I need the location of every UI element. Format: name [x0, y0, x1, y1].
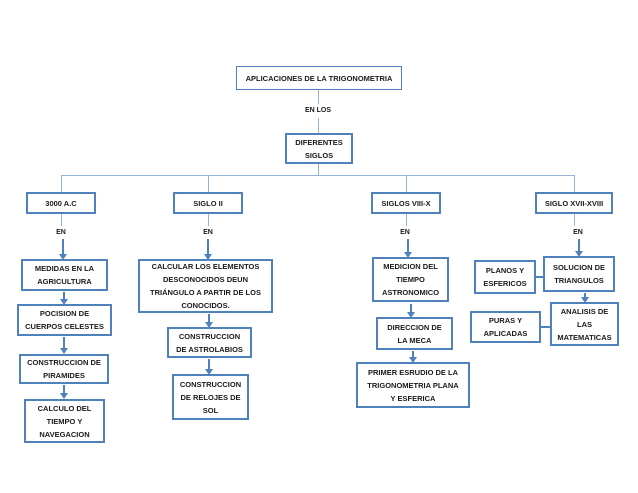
- node-primer-estudio-trigonometria: PRIMER ESRUDIO DE LA TRIGONOMETRIA PLANA…: [356, 362, 470, 408]
- connector-label-en-2: EN: [203, 229, 213, 236]
- connector-line: [208, 175, 209, 192]
- down-arrow-icon: [204, 359, 213, 375]
- down-arrow-icon: [403, 239, 412, 258]
- node-period-siglos-viii-x: SIGLOS VIII-X: [371, 192, 441, 214]
- down-arrow-icon: [408, 351, 417, 363]
- connector-label-en-3: EN: [400, 229, 410, 236]
- connector-line: [535, 276, 544, 278]
- connector-line: [574, 175, 575, 192]
- node-puras-aplicadas: PURAS Y APLICADAS: [470, 311, 541, 343]
- period-label: SIGLO II: [193, 198, 223, 208]
- node-label: CONSTRUCCION DE PIRAMIDES: [27, 358, 101, 380]
- connector-line: [61, 175, 62, 192]
- node-pocision-cuerpos-celestes: POCISION DE CUERPOS CELESTES: [17, 304, 112, 336]
- connector-line: [540, 326, 551, 328]
- down-arrow-icon: [580, 293, 589, 303]
- connector-line: [574, 214, 575, 226]
- node-period-3000-ac: 3000 A.C: [26, 192, 96, 214]
- node-direccion-la-meca: DIRECCION DE LA MECA: [376, 317, 453, 350]
- node-diferentes-siglos-label: DIFERENTES SIGLOS: [295, 137, 343, 160]
- node-root-aplicaciones: APLICACIONES DE LA TRIGONOMETRIA: [236, 66, 402, 90]
- down-arrow-icon: [406, 304, 415, 318]
- down-arrow-icon: [59, 385, 68, 399]
- down-arrow-icon: [59, 292, 68, 305]
- connector-line: [318, 164, 319, 175]
- node-label: CONSTRUCCION DE RELOJES DE SOL: [179, 379, 242, 415]
- down-arrow-icon: [58, 239, 67, 260]
- node-medicion-tiempo-astronomico: MEDICION DEL TIEMPO ASTRONOMICO: [372, 257, 449, 302]
- node-construccion-astrolabios: CONSTRUCCION DE ASTROLABIOS: [167, 327, 252, 358]
- node-label: SOLUCION DE TRIANGULOS: [552, 263, 606, 285]
- down-arrow-icon: [574, 239, 583, 257]
- connector-line: [61, 175, 574, 176]
- node-label: MEDICION DEL TIEMPO ASTRONOMICO: [381, 262, 440, 297]
- node-calculo-tiempo-navegacion: CALCULO DEL TIEMPO Y NAVEGACION: [24, 399, 105, 443]
- node-calcular-elementos-triangulo: CALCULAR LOS ELEMENTOS DESCONOCIDOS DEUN…: [138, 259, 273, 313]
- connector-label-en-1: EN: [56, 229, 66, 236]
- node-label: DIRECCION DE LA MECA: [387, 322, 442, 345]
- node-label: CALCULO DEL TIEMPO Y NAVEGACION: [37, 403, 92, 439]
- connector-line: [406, 214, 407, 226]
- connector-line: [406, 175, 407, 192]
- down-arrow-icon: [59, 337, 68, 354]
- node-analisis-matematicas: ANALISIS DE LAS MATEMATICAS: [550, 302, 619, 346]
- connector-label-en-los: EN LOS: [304, 107, 332, 114]
- connector-line: [208, 214, 209, 226]
- node-root-label: APLICACIONES DE LA TRIGONOMETRIA: [245, 73, 393, 83]
- period-label: SIGLO XVII-XVIII: [544, 198, 604, 208]
- node-planos-esfericos: PLANOS Y ESFERICOS: [474, 260, 536, 294]
- connector-line: [318, 118, 319, 133]
- node-construccion-piramides: CONSTRUCCION DE PIRAMIDES: [19, 354, 109, 384]
- node-construccion-relojes-sol: CONSTRUCCION DE RELOJES DE SOL: [172, 374, 249, 420]
- node-period-siglo-ii: SIGLO II: [173, 192, 243, 214]
- node-label: ANALISIS DE LAS MATEMATICAS: [557, 306, 612, 342]
- node-label: PLANOS Y ESFERICOS: [483, 266, 527, 288]
- node-medidas-agricultura: MEDIDAS EN LA AGRICULTURA: [21, 259, 108, 291]
- node-label: CONSTRUCCION DE ASTROLABIOS: [176, 331, 243, 354]
- connector-line: [61, 214, 62, 226]
- node-label: POCISION DE CUERPOS CELESTES: [25, 309, 104, 331]
- node-label: PURAS Y APLICADAS: [483, 316, 528, 338]
- node-period-siglo-xvii-xviii: SIGLO XVII-XVIII: [535, 192, 613, 214]
- connector-label-en-4: EN: [573, 229, 583, 236]
- node-label: MEDIDAS EN LA AGRICULTURA: [34, 264, 95, 286]
- down-arrow-icon: [204, 314, 213, 328]
- node-label: CALCULAR LOS ELEMENTOS DESCONOCIDOS DEUN…: [150, 262, 261, 310]
- period-label: 3000 A.C: [45, 198, 77, 208]
- period-label: SIGLOS VIII-X: [381, 198, 431, 208]
- down-arrow-icon: [203, 239, 212, 260]
- node-solucion-triangulos: SOLUCION DE TRIANGULOS: [543, 256, 615, 292]
- node-diferentes-siglos: DIFERENTES SIGLOS: [285, 133, 353, 164]
- node-label: PRIMER ESRUDIO DE LA TRIGONOMETRIA PLANA…: [367, 367, 459, 403]
- connector-line: [318, 90, 319, 104]
